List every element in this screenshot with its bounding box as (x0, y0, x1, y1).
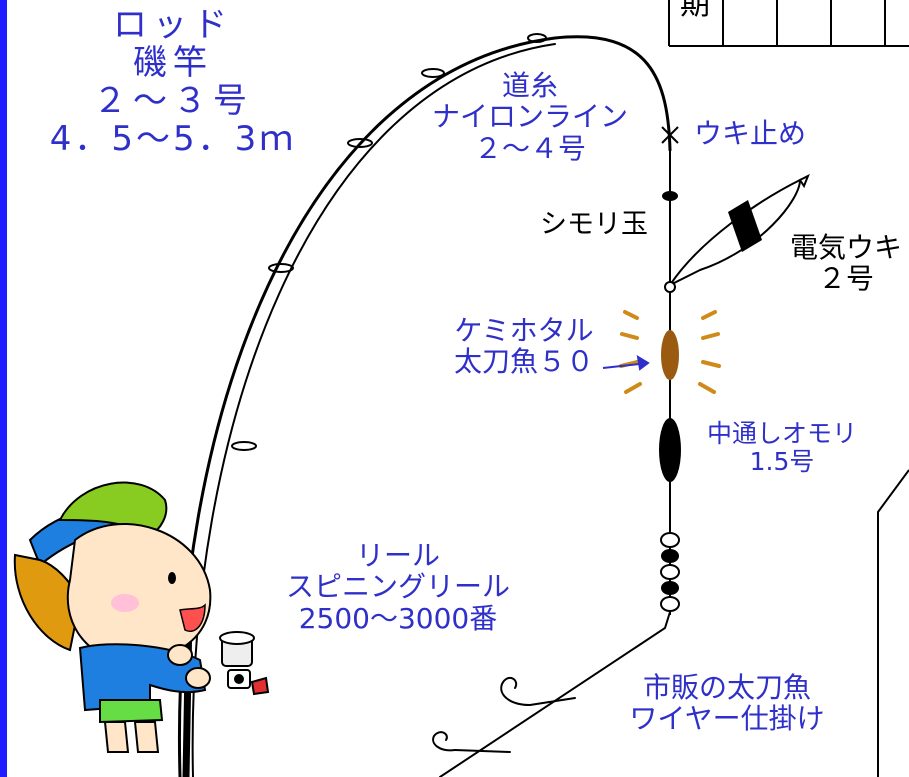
rod-length: 4．5～5．3ｍ (49, 119, 297, 160)
corner-glyph: 期 (680, 0, 710, 22)
reel-title: リール (355, 539, 440, 572)
float-name: 電気ウキ (789, 231, 902, 264)
rig-line-2: ワイヤー仕掛け (629, 702, 825, 736)
main-line-label: 道糸 ナイロンライン ２～４号 (405, 70, 655, 164)
line-size: ２～４号 (473, 131, 586, 165)
float-size: ２号 (817, 262, 874, 296)
sinker-name: 中通しオモリ (706, 419, 857, 448)
line-type: ナイロンライン (431, 100, 628, 134)
legs (103, 721, 160, 753)
line-title: 道糸 (501, 69, 558, 102)
reel-label: リール スピニングリール 2500～3000番 (258, 540, 538, 634)
rod-guide (527, 33, 547, 43)
inline-sinker (659, 418, 681, 482)
beads-swivel (660, 532, 680, 612)
sinker-bead (662, 191, 678, 201)
boy-angler (13, 481, 212, 753)
reel-size: 2500～3000番 (298, 601, 498, 635)
sinker-size: 1.5号 (749, 447, 815, 476)
float-stopper-mark (661, 126, 679, 144)
spinning-reel (219, 631, 270, 696)
rod-title: ロッド (113, 5, 233, 45)
shorts (99, 699, 164, 724)
sinker-label: 中通しオモリ 1.5号 (692, 420, 872, 476)
rig-label: 市販の太刀魚 ワイヤー仕掛け (622, 672, 832, 735)
electric-float (664, 173, 810, 293)
stopper-label: ウキ止め (694, 117, 807, 150)
corner-table (668, 0, 909, 47)
left-border (0, 0, 7, 777)
right-frame-line (877, 469, 909, 777)
cap (58, 481, 168, 537)
rod-guides (231, 33, 547, 451)
hair (13, 553, 82, 652)
chemlight-name: ケミホタル (454, 314, 594, 347)
sinker-bead-label: シモリ玉 (540, 209, 648, 240)
rod-label: ロッド 磯竿 ２～３号 4．5～5．3ｍ (38, 6, 308, 158)
rig-line-1: 市販の太刀魚 (642, 671, 811, 704)
rod-size: ２～３号 (93, 81, 253, 122)
chemlight (619, 310, 721, 394)
reel-type: スピニングリール (285, 570, 510, 604)
chemlight-label: ケミホタル 太刀魚５０ (434, 315, 614, 378)
wire-rig (432, 611, 671, 777)
rod-guide (231, 441, 257, 451)
rod-guide (421, 68, 445, 78)
float-label: 電気ウキ ２号 (776, 232, 909, 295)
rod-type: 磯竿 (133, 43, 213, 84)
face (66, 523, 212, 662)
chemlight-size: 太刀魚５０ (453, 345, 594, 379)
chemlight-arrow (602, 355, 650, 371)
rod-guide (268, 263, 294, 273)
rod-guide (347, 138, 373, 148)
